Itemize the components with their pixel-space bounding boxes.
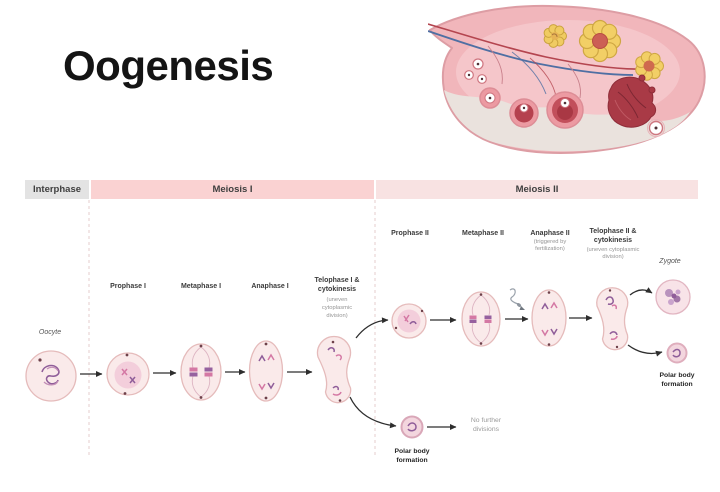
- blood-vessels-icon: [428, 23, 647, 99]
- prophase-i-cell: [106, 352, 150, 396]
- telophase-ii-note-2: division): [602, 254, 623, 260]
- oocyte-label: Oocyte: [39, 329, 61, 336]
- prophase-i-label: Prophase I: [110, 283, 146, 290]
- telophase-ii-note-1: (uneven cytoplasmic: [587, 247, 640, 253]
- zygote-label: Zygote: [658, 258, 681, 265]
- meiosis-flow-diagram: Oocyte Prophase I Metaphase I Anaphase I…: [25, 200, 695, 464]
- mature-follicle-icon: [546, 91, 584, 129]
- corpus-luteum-right-icon: [635, 51, 664, 81]
- metaphase-i-label: Metaphase I: [181, 283, 221, 290]
- secondary-follicle-icon: [509, 98, 539, 128]
- telophase-ii-label-2: cytokinesis: [594, 237, 632, 244]
- corpus-luteum-large-icon: [578, 19, 622, 63]
- anaphase-i-cell: [248, 340, 284, 402]
- prophase-ii-cell: [391, 303, 427, 339]
- anaphase-ii-note-2: fertilization): [535, 246, 565, 252]
- polar-body-ii-cell: [666, 342, 688, 364]
- page-title: Oogenesis: [63, 42, 274, 89]
- anaphase-ii-label: Anaphase II: [530, 230, 569, 237]
- telophase-ii-cell: [596, 287, 629, 351]
- arrow-telophase-i-to-polar-body: [349, 396, 397, 429]
- anaphase-ii-cell: [531, 289, 567, 347]
- corpus-luteum-small-icon: [543, 24, 567, 48]
- arrow-telophase-ii-to-polar-body: [627, 344, 663, 357]
- phase-header-meiosis-ii: Meiosis II: [376, 180, 698, 199]
- anaphase-ii-note-1: (triggered by: [534, 239, 567, 245]
- polar-body-i-label-1: Polar body: [394, 448, 429, 455]
- phase-header-interphase: Interphase: [25, 180, 89, 199]
- arrow-telophase-ii-to-zygote: [629, 287, 653, 296]
- telophase-i-label-2: cytokinesis: [318, 286, 356, 293]
- anaphase-i-label: Anaphase I: [251, 283, 288, 290]
- telophase-i-cell: [316, 335, 352, 404]
- corpus-hemorrhagicum-icon: [607, 74, 657, 128]
- polar-body-i-cell: [400, 415, 424, 439]
- polar-body-ii-label-1: Polar body: [659, 372, 694, 379]
- sperm-icon: [509, 288, 525, 310]
- ovary-illustration: [428, 4, 706, 154]
- prophase-ii-label: Prophase II: [391, 230, 429, 237]
- telophase-i-note-3: division): [326, 313, 347, 319]
- telophase-i-note-1: (uneven: [327, 297, 348, 303]
- metaphase-ii-cell: [461, 291, 501, 347]
- metaphase-ii-label: Metaphase II: [462, 230, 504, 237]
- telophase-ii-label-1: Telophase II &: [590, 228, 637, 235]
- ovulated-egg-icon: [647, 119, 665, 137]
- primary-follicle-icon: [479, 87, 501, 109]
- phase-header-meiosis-i: Meiosis I: [91, 180, 374, 199]
- oocyte-cell: [25, 350, 77, 402]
- no-further-divisions-label-1: No further: [471, 417, 502, 424]
- arrow-telophase-i-to-prophase-ii: [355, 317, 389, 339]
- telophase-i-note-2: cytoplasmic: [322, 305, 352, 311]
- zygote-cell: [655, 279, 691, 315]
- telophase-i-label-1: Telophase I &: [315, 277, 360, 284]
- polar-body-ii-label-2: formation: [661, 381, 692, 388]
- metaphase-i-cell: [180, 343, 222, 401]
- polar-body-i-label-2: formation: [396, 457, 427, 464]
- primordial-follicles-icon: [464, 58, 487, 84]
- no-further-divisions-label-2: divisions: [473, 426, 500, 433]
